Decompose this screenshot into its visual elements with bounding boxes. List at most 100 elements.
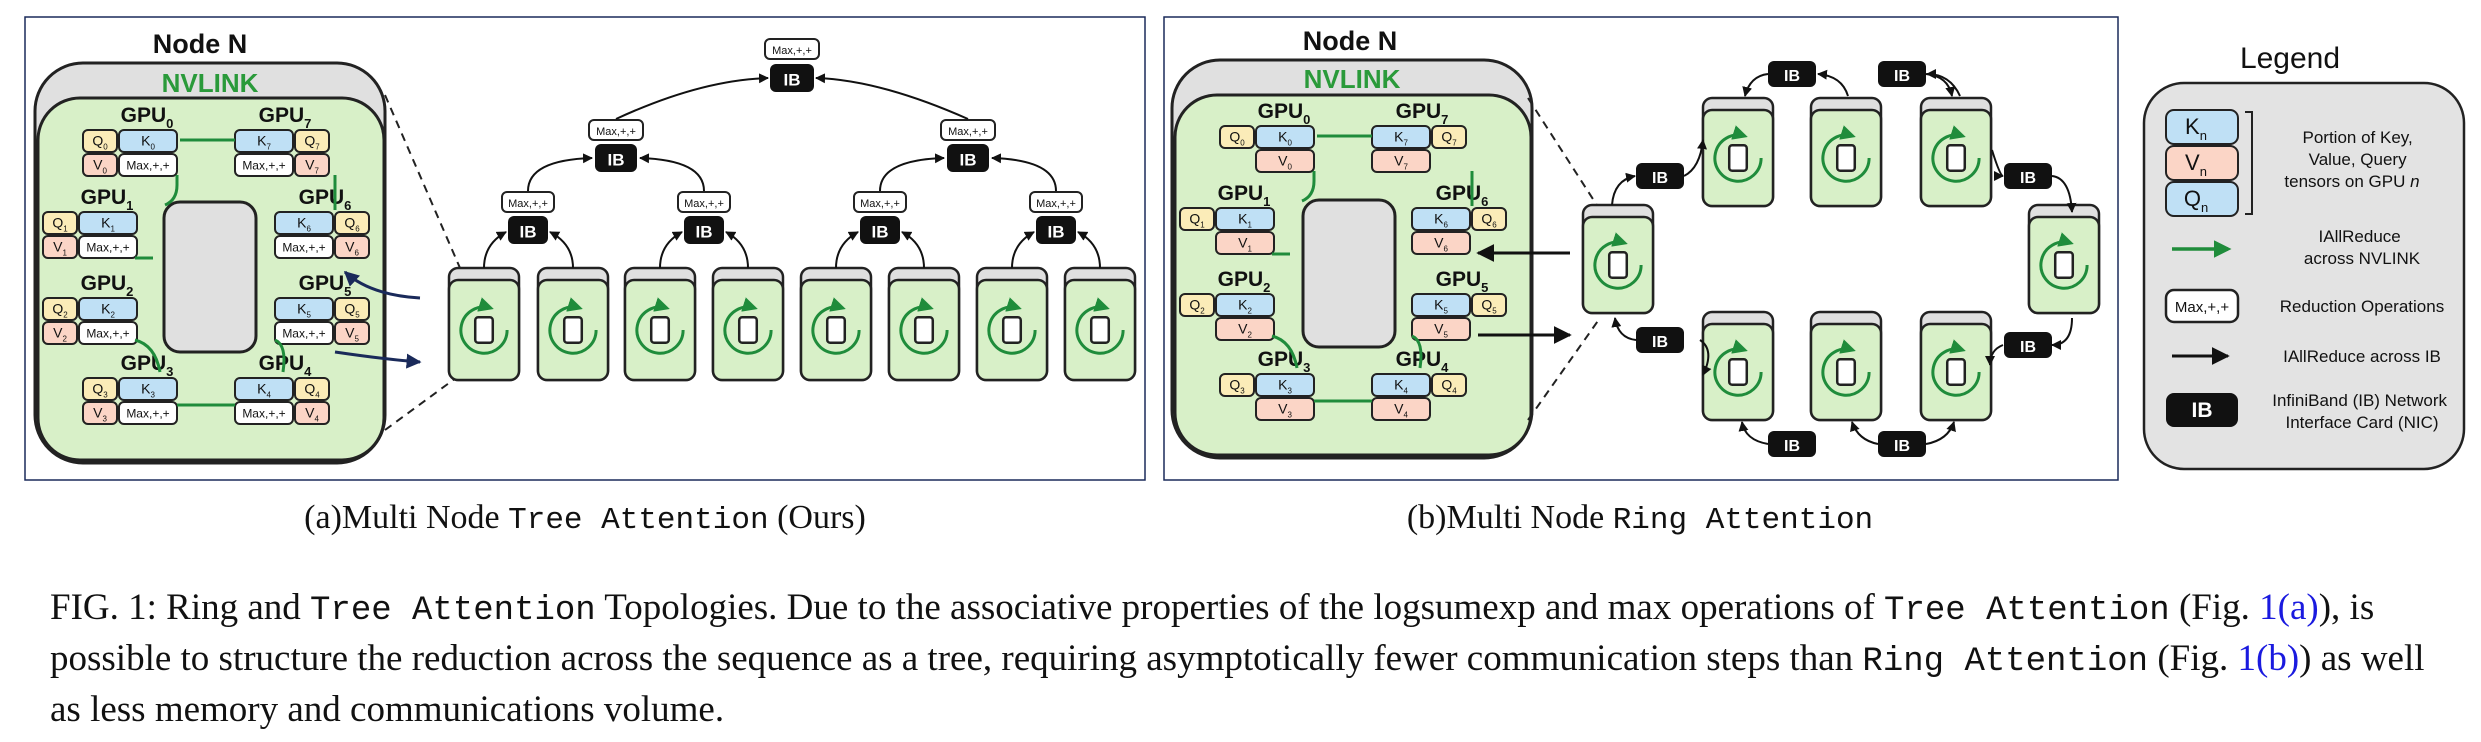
ring-arrow: [2051, 317, 2073, 350]
gpu3-k-box: [1255, 373, 1315, 397]
ring-card-bot-1-chip: [1835, 358, 1857, 386]
node-title-b: Node N: [1303, 26, 1398, 56]
gpu7-k-label: K7: [257, 132, 271, 151]
gpu-card-2-cycle-arrow: [635, 297, 685, 355]
gpu6-k-label-sub: 6: [306, 224, 311, 233]
ring-card-bot-1: [1809, 310, 1883, 422]
gpu3-k-label: K3: [141, 380, 155, 399]
gpu2-k-box: [1215, 293, 1275, 317]
gpu6-v-box: [1411, 231, 1471, 255]
tree-edge-l1: [725, 231, 749, 269]
gpu3-v-label-sub: 3: [102, 414, 107, 423]
ring-card-bot-0-cycle-arrow: [1713, 339, 1763, 397]
gpu5-v-label-sub: 5: [354, 334, 359, 343]
gpu3-op-box: [118, 401, 178, 425]
tree-edge-l1: [1077, 231, 1101, 269]
gpu0-k-label-sub: 0: [1287, 138, 1292, 147]
ring-ib-b1-label: IB: [1784, 438, 1800, 455]
gpu6-v-label: V6: [1434, 234, 1448, 253]
gpu5-v-label: V5: [1434, 320, 1448, 339]
gpu4-q-label-main: Q: [304, 380, 315, 396]
ring-ib-t2: [1878, 61, 1926, 87]
gpu1-q-label-sub: 1: [1200, 220, 1205, 229]
ring-card-bot-0: [1701, 310, 1775, 422]
gpu5-v-label-sub: 5: [1443, 330, 1448, 339]
gpu6-q-label-sub: 6: [355, 224, 360, 233]
gpu4-op-box: [234, 401, 294, 425]
gpu4-k-label-sub: 4: [266, 390, 271, 399]
gpu-label-5-main: GPU: [1436, 268, 1482, 291]
gpu2-q-label: Q2: [1189, 296, 1205, 315]
gpu6-q-box: [334, 211, 370, 235]
gpu4-k-label: K4: [257, 380, 271, 399]
ib-l1-3-label: IB: [1048, 223, 1065, 242]
gpu2-q-label-main: Q: [1189, 296, 1200, 312]
gpu7-v-box: [1371, 149, 1431, 173]
fig-ref-1a[interactable]: 1(a): [2259, 587, 2319, 628]
legend-op-desc: Reduction Operations: [2280, 297, 2444, 316]
gpu3-q-label: Q3: [1229, 376, 1245, 395]
ring-card-bot-2-cycle-arrow: [1931, 339, 1981, 397]
ring-arrow: [1925, 421, 1956, 445]
gpu-label-2-main: GPU: [1218, 268, 1264, 291]
legend-ib-box: [2166, 393, 2238, 427]
gpu-card-0: [447, 266, 521, 382]
gpu-label-4-sub: 4: [304, 364, 312, 379]
gpu5-q-box: [1471, 293, 1507, 317]
ring-arrow: [1742, 73, 1769, 97]
gpu5-k-label-sub: 5: [1443, 306, 1448, 315]
gpu-label-1-sub: 1: [126, 198, 133, 213]
ring-arrow: [1925, 73, 1956, 97]
gpu7-k-label: K7: [1394, 128, 1408, 147]
ring-ib-t2-label: IB: [1894, 68, 1910, 85]
gpu2-v-label-main: V: [1238, 320, 1248, 336]
panel-a-frame: [24, 16, 1146, 481]
gpu1-op-box: [78, 235, 138, 259]
tree-edge-l1: [659, 231, 683, 269]
gpu-label-4-main: GPU: [259, 352, 305, 375]
ring-card-top-1-cycle-arrow: [1821, 125, 1871, 183]
gpu3-k-label-main: K: [141, 380, 151, 396]
fig-ref-1b[interactable]: 1(b): [2237, 638, 2300, 679]
node-out-arrow: [343, 270, 421, 300]
gpu-label-7: GPU7: [1396, 100, 1449, 127]
gpu-label-6: GPU6: [299, 186, 352, 213]
gpu-label-5-main: GPU: [299, 272, 345, 295]
op-l1-1: [677, 191, 731, 213]
gpu-label-7-main: GPU: [259, 104, 305, 127]
ring-ib-l2: [1636, 327, 1684, 353]
gpu-label-2: GPU2: [1218, 268, 1271, 295]
gpu6-v-label-main: V: [1434, 234, 1444, 250]
gpu7-v-label-sub: 7: [314, 166, 319, 175]
gpu-card-6: [975, 266, 1049, 382]
gpu5-k-box: [274, 297, 334, 321]
gpu2-k-label: K2: [1238, 296, 1252, 315]
gpu2-v-label: V2: [1238, 320, 1252, 339]
op-l1-2: [853, 191, 907, 213]
gpu6-q-label: Q6: [1481, 210, 1497, 229]
gpu0-k-box: [1255, 125, 1315, 149]
gpu-card-7: [1063, 266, 1137, 382]
gpu3-k-label: K3: [1278, 376, 1292, 395]
gpu-label-7-main: GPU: [1396, 100, 1442, 123]
gpu2-v-label: V2: [53, 324, 67, 343]
gpu-label-2-sub: 2: [126, 284, 133, 299]
gpu2-q-label-sub: 2: [1200, 306, 1205, 315]
gpu6-k-label-sub: 6: [1443, 220, 1448, 229]
gpu0-v-box: [1255, 149, 1315, 173]
gpu1-q-box: [42, 211, 78, 235]
ring-card-top-2: [1919, 96, 1993, 208]
gpu6-k-label-main: K: [297, 214, 307, 230]
gpu7-k-label-sub: 7: [266, 142, 271, 151]
ring-card-left: [1581, 203, 1655, 315]
gpu-card-1-chip: [562, 316, 584, 344]
gpu0-q-box: [82, 129, 118, 153]
ring-arrow: [1683, 139, 1708, 177]
zoom-line-bottom: [384, 374, 461, 431]
gpu2-k-box: [78, 297, 138, 321]
tree-edge-root: [815, 73, 969, 120]
gpu6-q-label-main: Q: [1481, 210, 1492, 226]
gpu7-q-label: Q7: [1441, 128, 1457, 147]
gpu0-k-label-main: K: [141, 132, 151, 148]
gpu6-q-label-main: Q: [344, 214, 355, 230]
